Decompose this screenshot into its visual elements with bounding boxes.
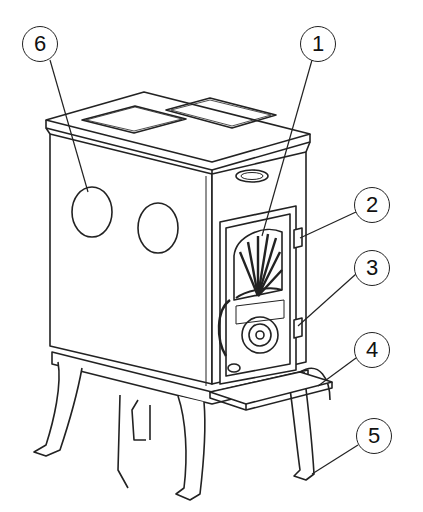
callout-circle: 4: [354, 332, 390, 368]
callout-circle: 3: [354, 250, 390, 286]
callout-circle: 1: [300, 26, 336, 62]
callout-number: 4: [366, 339, 378, 361]
callout-number: 3: [366, 257, 378, 279]
callout-circle: 6: [22, 26, 58, 62]
callout-number: 5: [368, 425, 380, 447]
callout-number: 6: [34, 33, 46, 55]
callout-circle: 2: [354, 187, 390, 223]
callout-number: 2: [366, 194, 378, 216]
callout-circle: 5: [356, 418, 392, 454]
callout-number: 1: [312, 33, 324, 55]
